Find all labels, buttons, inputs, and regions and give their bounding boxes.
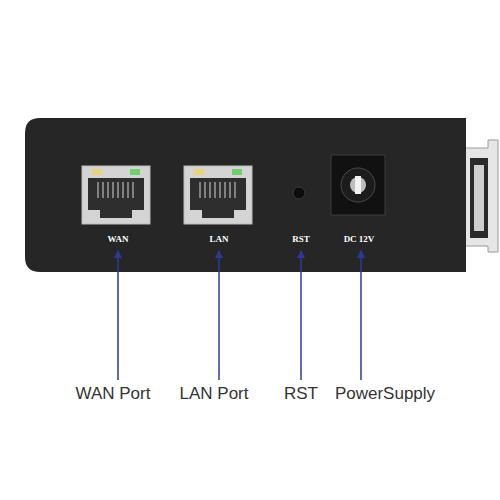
- dc-jack: [331, 155, 385, 215]
- leader-arrowhead: [297, 250, 305, 258]
- port-led: [130, 169, 140, 175]
- rj45-port: [82, 166, 150, 224]
- leader-arrowhead: [215, 250, 223, 258]
- dc-jack-pin-core: [355, 176, 361, 194]
- leader-line: [300, 251, 302, 380]
- port-opening: [190, 178, 246, 218]
- reset-hole: [293, 187, 305, 199]
- callout-text: PowerSupply: [335, 385, 435, 404]
- rj45-port: [184, 166, 252, 224]
- leader-line: [360, 251, 362, 380]
- port-led: [232, 169, 242, 175]
- rail-clip-slot: [470, 158, 488, 238]
- port-pins: [200, 182, 235, 198]
- port-frame: [82, 166, 150, 224]
- rail-clip: [462, 140, 498, 252]
- port-label: RST: [292, 235, 310, 245]
- dc-jack-ring: [341, 168, 375, 202]
- callout-text: WAN Port: [76, 385, 151, 404]
- leader-lines: [118, 251, 361, 380]
- port-led: [92, 169, 102, 175]
- rail-clip-spring: [474, 165, 484, 231]
- leader-line: [218, 251, 220, 380]
- leader-ends: [114, 250, 365, 258]
- leader-arrowhead: [114, 250, 122, 258]
- port-opening: [88, 178, 144, 218]
- port-label: DC 12V: [344, 235, 375, 245]
- device-housing: [25, 118, 466, 272]
- port-label: LAN: [209, 235, 228, 245]
- leader-arrowhead: [357, 250, 365, 258]
- leader-line: [117, 251, 119, 380]
- callout-text: RST: [284, 385, 318, 404]
- callout-text: LAN Port: [180, 385, 249, 404]
- dc-jack-pin: [350, 177, 366, 193]
- port-pins: [98, 182, 133, 198]
- port-label: WAN: [107, 235, 128, 245]
- port-led: [194, 169, 204, 175]
- port-frame: [184, 166, 252, 224]
